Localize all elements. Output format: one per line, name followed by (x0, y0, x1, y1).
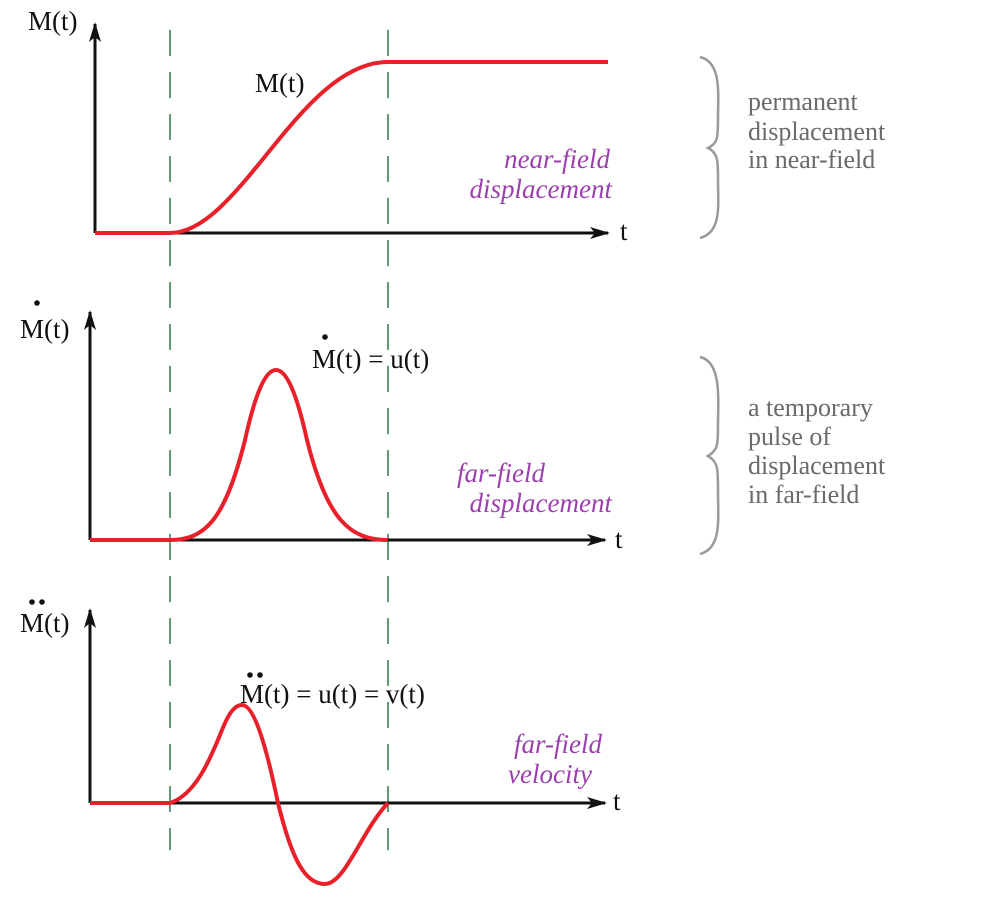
moment-curve-label: M(t) (255, 68, 305, 98)
moment-acceleration-x-axis-label: t (613, 786, 621, 816)
near-field-note-line2: displacement (748, 117, 886, 146)
far-field-note-line2: pulse of (748, 422, 831, 451)
near-field-note-line1: permanent (748, 87, 859, 116)
moment-rate-curve-label-dot (322, 334, 328, 340)
moment-acceleration-y-label-dot-2 (39, 599, 45, 605)
moment-rate-y-axis-label: M(t) (20, 314, 70, 344)
far-field-brace-note: a temporary pulse of displacement in far… (699, 355, 886, 556)
near-field-note-line3: in near-field (748, 145, 875, 174)
moment-acceleration-y-label-dot-1 (29, 599, 35, 605)
moment-acceleration-curve (90, 702, 390, 887)
far-field-velocity-label-line2: velocity (508, 759, 592, 789)
moment-acceleration-curve-label-dot-2 (257, 672, 263, 678)
moment-acceleration-curve-label-dot-1 (247, 672, 253, 678)
curly-brace-icon (699, 55, 720, 240)
far-field-note-line1: a temporary (748, 393, 873, 422)
moment-rate-y-label-dot (34, 300, 40, 306)
moment-x-axis-label: t (620, 216, 628, 246)
far-field-note-line4: in far-field (748, 480, 859, 509)
near-field-label-line1: near-field (504, 144, 610, 174)
moment-curve (95, 60, 608, 235)
far-field-displacement-label-line2: displacement (470, 488, 614, 518)
curly-brace-icon (699, 355, 720, 556)
near-field-brace-note: permanent displacement in near-field (699, 55, 886, 240)
far-field-displacement-label-line1: far-field (457, 458, 545, 488)
moment-y-axis-label: M(t) (28, 6, 78, 36)
moment-panel: M(t) t M(t) near-field displacement (28, 6, 628, 246)
moment-rate-curve (90, 367, 389, 542)
moment-rate-curve-label: M(t) = u(t) (312, 344, 429, 374)
far-field-velocity-label-line1: far-field (514, 729, 602, 759)
near-field-label-line2: displacement (470, 174, 614, 204)
moment-acceleration-panel: M(t) t M(t) = u(t) = v(t) far-field velo… (20, 599, 621, 887)
moment-acceleration-curve-label: M(t) = u(t) = v(t) (240, 679, 425, 709)
moment-rate-panel: M(t) t M(t) = u(t) far-field displacemen… (20, 300, 623, 554)
moment-acceleration-y-axis-label: M(t) (20, 608, 70, 638)
moment-rate-x-axis-label: t (615, 524, 623, 554)
far-field-note-line3: displacement (748, 451, 886, 480)
